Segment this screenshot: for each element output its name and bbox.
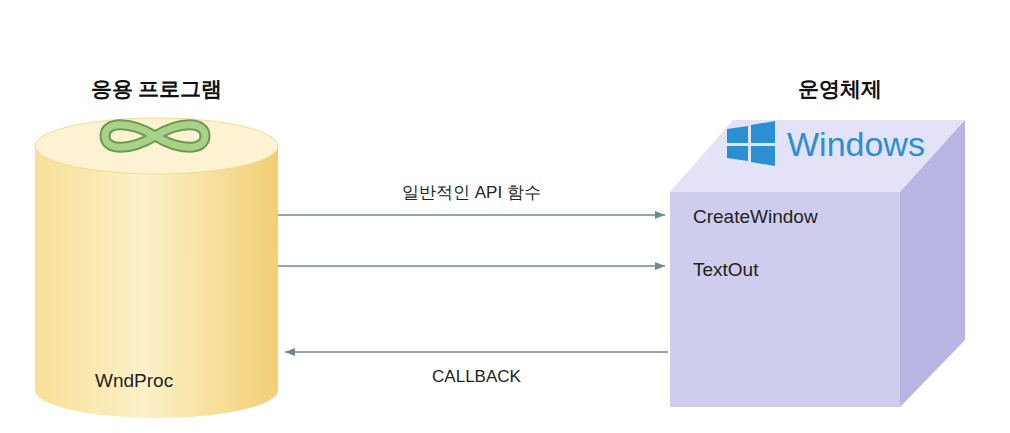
os-logo-text: Windows (787, 124, 925, 165)
edge-label: CALLBACK (429, 367, 524, 387)
api-function: CreateWindow (693, 206, 818, 229)
cube-side (900, 120, 965, 407)
text-slot: 운영체제 (765, 76, 915, 101)
api-function: TextOut (693, 259, 758, 282)
text-slot: CreateWindow (693, 206, 818, 229)
edge-label: 일반적인 API 함수 (399, 183, 544, 203)
label-slot: CALLBACK (429, 367, 524, 387)
text-slot: 응용 프로그램 (35, 76, 278, 101)
cylinder-body (35, 118, 278, 418)
cylinder-top (35, 118, 278, 174)
arrow-connector (285, 351, 668, 352)
node-heading: 운영체제 (798, 76, 882, 101)
text-slot: WndProc (95, 370, 173, 393)
arrow-connector (278, 214, 665, 215)
text-slot: Windows (787, 124, 925, 165)
node-heading: 응용 프로그램 (91, 76, 223, 101)
procedure-name: WndProc (95, 370, 173, 393)
cube-front (670, 192, 900, 407)
arrow-connector (278, 265, 665, 266)
text-slot: TextOut (693, 259, 758, 282)
application-cylinder: 응용 프로그램WndProc (35, 118, 278, 418)
label-slot: 일반적인 API 함수 (399, 183, 544, 203)
os-cube: 운영체제WindowsCreateWindowTextOut (670, 118, 965, 407)
